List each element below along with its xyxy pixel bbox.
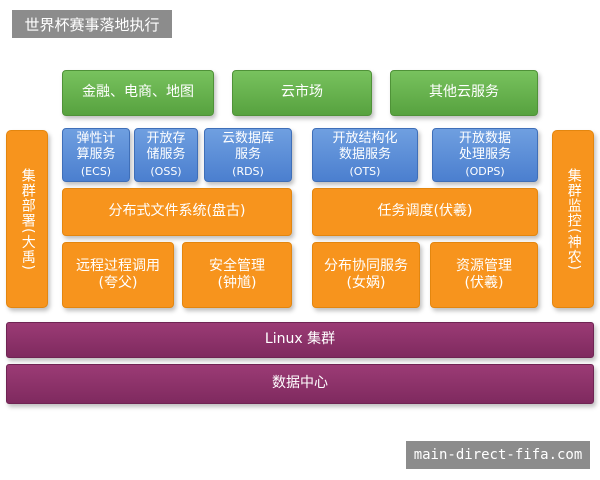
service-ots-line1: 开放结构化 xyxy=(332,130,398,146)
service-oss-code: (OSS) xyxy=(150,165,182,179)
linux-cluster-layer: Linux 集群 xyxy=(6,322,594,358)
module-coordination-codename: (女娲) xyxy=(346,275,386,291)
module-security-name: 安全管理 xyxy=(209,257,265,274)
page-title: 世界杯赛事落地执行 xyxy=(12,10,172,38)
service-ecs-line2: 算服务 xyxy=(76,147,116,163)
service-oss-line1: 开放存 xyxy=(146,130,186,146)
task-scheduler: 任务调度(伏羲) xyxy=(312,188,538,236)
service-ecs: 弹性计 算服务 (ECS) xyxy=(62,128,130,182)
module-rpc-name: 远程过程调用 xyxy=(76,257,160,274)
service-rds-line1: 云数据库 xyxy=(221,130,274,146)
service-ecs-line1: 弹性计 xyxy=(76,130,116,146)
data-center-layer: 数据中心 xyxy=(6,364,594,404)
service-ots-line2: 数据服务 xyxy=(338,147,391,163)
service-rds-code: (RDS) xyxy=(232,165,264,179)
module-resource-codename: (伏羲) xyxy=(464,275,504,291)
service-odps-line2: 处理服务 xyxy=(458,147,511,163)
cluster-deployment-column: 集群部署(大禹) xyxy=(6,130,48,308)
module-coordination-name: 分布协同服务 xyxy=(324,257,408,274)
cluster-monitoring-column: 集群监控(神农) xyxy=(552,130,594,308)
service-ots-code: (OTS) xyxy=(349,165,381,179)
service-rds: 云数据库 服务 (RDS) xyxy=(204,128,292,182)
module-security-codename: (钟馗) xyxy=(217,275,257,291)
module-coordination: 分布协同服务 (女娲) xyxy=(312,242,420,308)
service-rds-line2: 服务 xyxy=(234,147,261,163)
service-ecs-code: (ECS) xyxy=(80,165,112,179)
service-ots: 开放结构化 数据服务 (OTS) xyxy=(312,128,418,182)
module-rpc-codename: (夸父) xyxy=(98,275,138,291)
watermark: main-direct-fifa.com xyxy=(406,441,590,469)
distributed-file-system: 分布式文件系统(盘古) xyxy=(62,188,292,236)
service-oss-line2: 储服务 xyxy=(146,147,186,163)
app-finance-ecommerce-map: 金融、电商、地图 xyxy=(62,70,214,116)
service-odps-code: (ODPS) xyxy=(465,165,505,179)
app-other-cloud-services: 其他云服务 xyxy=(390,70,538,116)
module-security: 安全管理 (钟馗) xyxy=(182,242,292,308)
app-cloud-market: 云市场 xyxy=(232,70,372,116)
service-odps: 开放数据 处理服务 (ODPS) xyxy=(432,128,538,182)
service-odps-line1: 开放数据 xyxy=(458,130,511,146)
module-resource: 资源管理 (伏羲) xyxy=(430,242,538,308)
service-oss: 开放存 储服务 (OSS) xyxy=(134,128,198,182)
module-resource-name: 资源管理 xyxy=(456,257,512,274)
module-rpc: 远程过程调用 (夸父) xyxy=(62,242,174,308)
